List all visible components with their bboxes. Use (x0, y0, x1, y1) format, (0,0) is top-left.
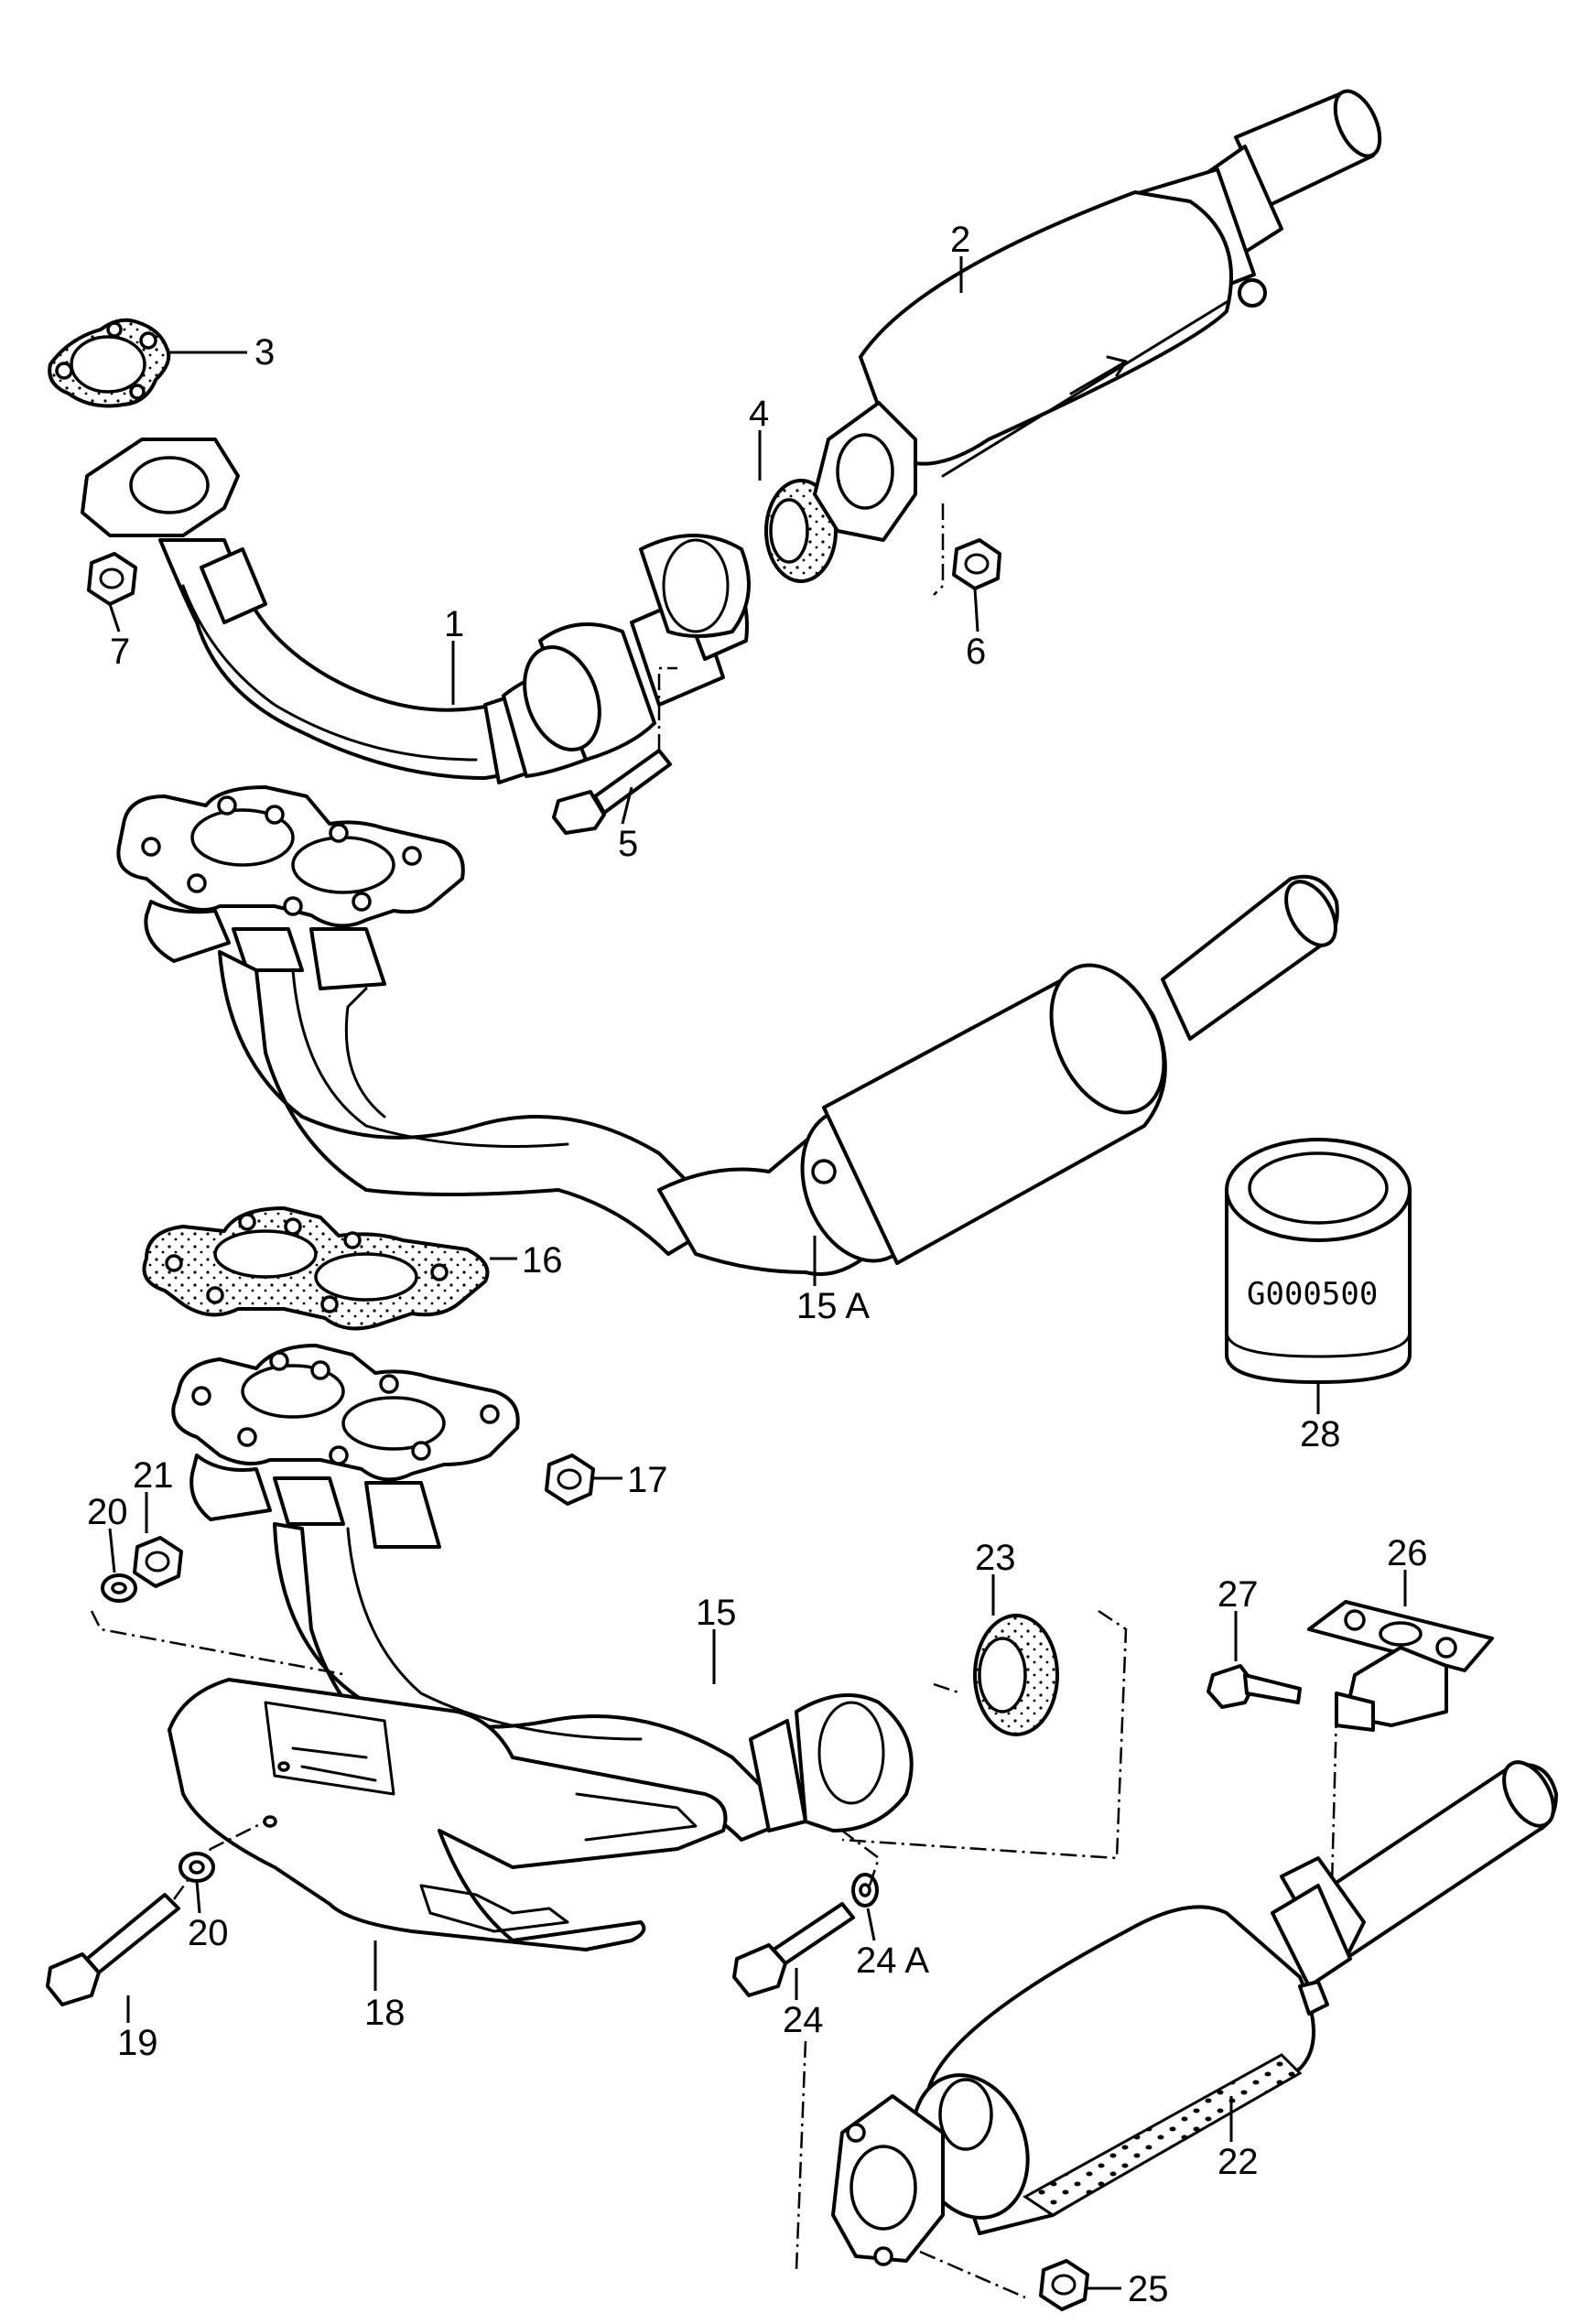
callout-23: 23 (975, 1538, 1016, 1578)
sealant-can-28 (1225, 1138, 1412, 1414)
bolt-5 (552, 666, 677, 835)
callout-20-lower: 20 (188, 1913, 229, 1953)
callout-2: 2 (950, 220, 970, 260)
nut-7 (87, 552, 137, 632)
callout-3: 3 (254, 332, 275, 373)
callout-18: 18 (364, 1993, 406, 2033)
front-pipe-1 (81, 438, 751, 784)
heat-shield-18 (168, 1678, 728, 1991)
bolt-19 (46, 1820, 266, 2023)
manifold-gasket-16 (142, 1206, 517, 1331)
callout-15a: 15 A (796, 1286, 870, 1326)
catalytic-converter-2 (813, 89, 1382, 596)
callout-17: 17 (627, 1460, 668, 1500)
callout-5: 5 (618, 824, 638, 864)
callout-16: 16 (522, 1240, 563, 1281)
callout-22: 22 (1217, 2142, 1259, 2182)
can-marking: G000500 (1247, 1276, 1378, 1313)
nut-25 (1039, 2259, 1121, 2311)
washer-20-lower (179, 1852, 215, 1914)
nut-6 (952, 538, 1001, 632)
callout-20-upper: 20 (87, 1492, 128, 1532)
callout-24a: 24 A (856, 1940, 929, 1981)
callout-15: 15 (696, 1593, 737, 1633)
callout-1: 1 (444, 604, 464, 644)
callout-4: 4 (749, 394, 769, 434)
callout-19: 19 (117, 2023, 158, 2063)
exhaust-manifold-with-silencer-15a (116, 785, 1339, 1286)
callout-27: 27 (1217, 1574, 1259, 1615)
leader-lines (169, 256, 963, 705)
callout-26: 26 (1387, 1533, 1428, 1573)
callout-24: 24 (783, 2000, 824, 2040)
callout-25: 25 (1128, 2269, 1169, 2309)
catalytic-converter-22 (795, 1760, 1558, 2299)
gasket-3 (48, 318, 171, 408)
nut-17 (545, 1454, 622, 1506)
callout-28: 28 (1300, 1414, 1341, 1454)
bolt-27 (1207, 1611, 1302, 1709)
seal-ring-23 (841, 1574, 1128, 1860)
washer-20-upper (90, 1528, 349, 1677)
washer-24a (841, 1830, 881, 1941)
nut-21 (133, 1492, 183, 1588)
callout-6: 6 (966, 632, 986, 672)
mounting-bracket-26 (1307, 1570, 1494, 1905)
seal-ring-4 (758, 430, 838, 583)
callout-7: 7 (110, 632, 130, 672)
callout-21: 21 (133, 1455, 174, 1496)
bolt-24 (732, 1902, 855, 2000)
